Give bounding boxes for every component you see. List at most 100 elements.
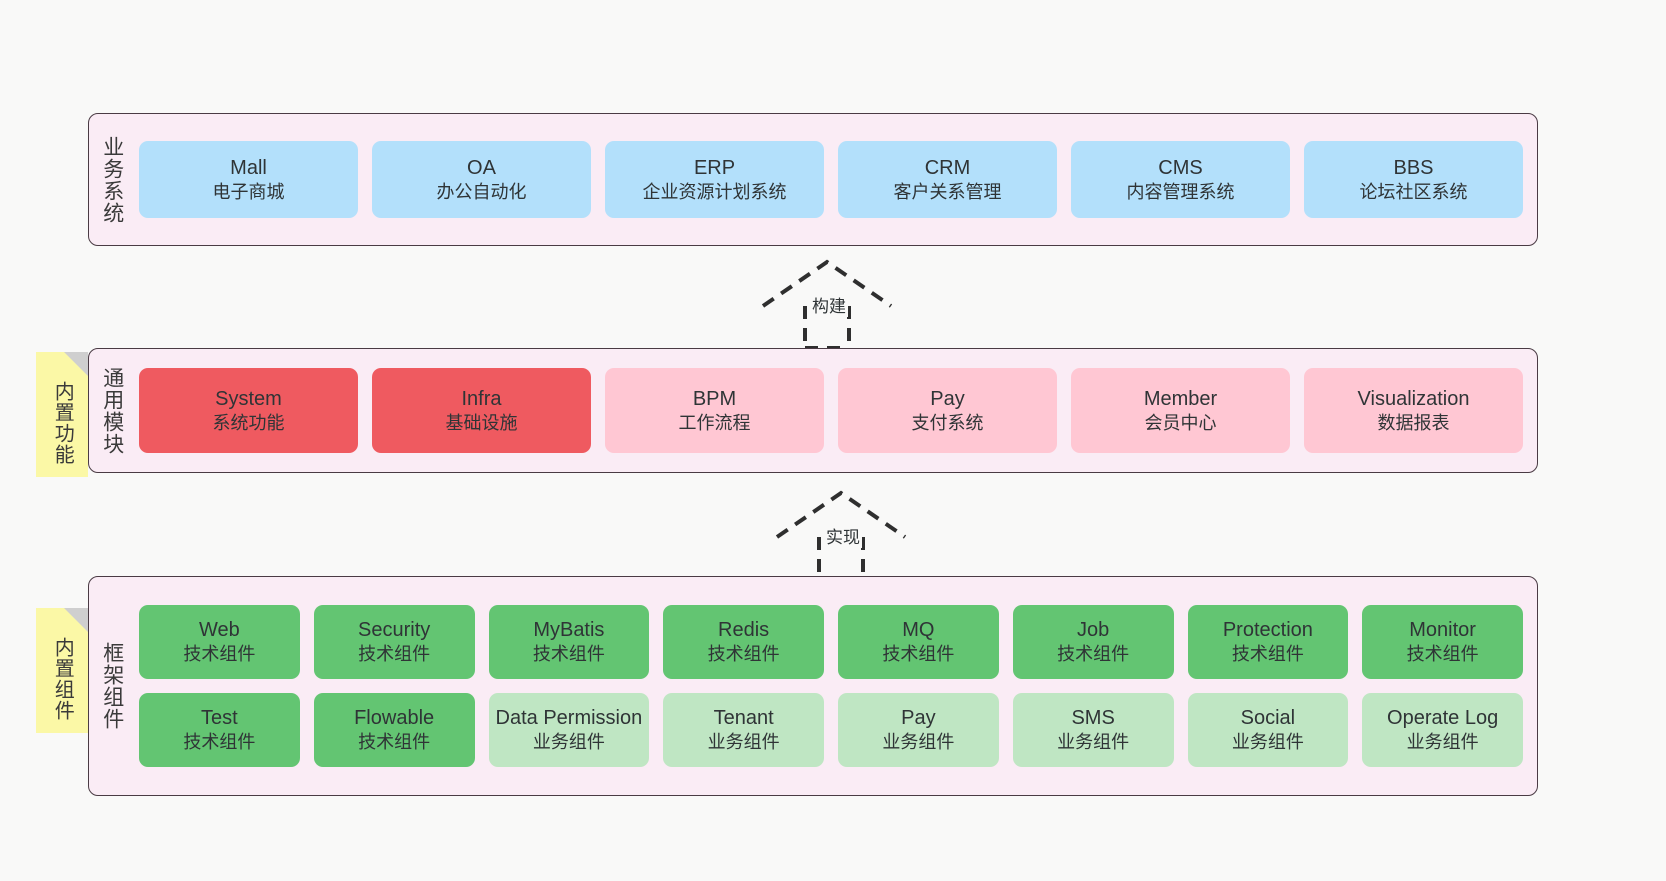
- card-subtitle: 业务组件: [882, 732, 955, 753]
- note-label: 内置组件: [51, 636, 74, 721]
- card-subtitle: 技术组件: [183, 644, 256, 665]
- card-title: Operate Log: [1387, 707, 1499, 730]
- card-title: MQ: [902, 619, 935, 642]
- card-erp[interactable]: ERP 企业资源计划系统: [605, 141, 824, 218]
- card-subtitle: 会员中心: [1144, 412, 1217, 433]
- card-title: BPM: [692, 387, 737, 410]
- card-title: OA: [467, 156, 496, 179]
- card-row: System 系统功能 Infra 基础设施 BPM 工作流程 Pay 支付系统: [139, 368, 1523, 453]
- connector-label-implement: 实现: [824, 523, 862, 548]
- card-mq[interactable]: MQ 技术组件: [838, 605, 999, 679]
- card-protection[interactable]: Protection 技术组件: [1187, 605, 1349, 679]
- layer-framework-component[interactable]: 框架组件 Web 技术组件 Security 技术组件 MyBatis 技术组件: [88, 576, 1538, 796]
- card-subtitle: 技术组件: [707, 644, 780, 665]
- implement-arrowhead: [775, 490, 907, 539]
- card-infra[interactable]: Infra 基础设施: [372, 368, 591, 453]
- card-test[interactable]: Test 技术组件: [139, 693, 300, 767]
- card-title: Visualization: [1357, 387, 1470, 410]
- card-oa[interactable]: OA 办公自动化: [372, 141, 591, 218]
- layer-common-module[interactable]: 通用模块 System 系统功能 Infra 基础设施 BPM 工作流程: [88, 348, 1538, 473]
- note-label: 内置功能: [51, 380, 74, 465]
- layer-title-common-module: 通用模块: [100, 366, 124, 455]
- card-subtitle: 技术组件: [1231, 644, 1304, 665]
- card-row: Web 技术组件 Security 技术组件 MyBatis 技术组件 Redi…: [139, 605, 1523, 679]
- layer-body-framework-component: Web 技术组件 Security 技术组件 MyBatis 技术组件 Redi…: [135, 577, 1537, 795]
- card-row: Mall 电子商城 OA 办公自动化 ERP 企业资源计划系统 CRM 客户关系…: [139, 141, 1523, 218]
- card-web[interactable]: Web 技术组件: [139, 605, 300, 679]
- note-builtin-function[interactable]: 内置功能: [36, 352, 88, 477]
- card-title: SMS: [1071, 707, 1115, 730]
- card-bbs[interactable]: BBS 论坛社区系统: [1304, 141, 1523, 218]
- card-title: CRM: [924, 156, 971, 179]
- folded-corner-icon: [64, 608, 88, 632]
- card-title: Pay: [901, 707, 936, 730]
- card-title: ERP: [693, 156, 736, 179]
- card-pay-component[interactable]: Pay 业务组件: [838, 693, 999, 767]
- card-mybatis[interactable]: MyBatis 技术组件: [488, 605, 650, 679]
- card-subtitle: 业务组件: [532, 732, 605, 753]
- card-title: Protection: [1222, 619, 1313, 642]
- card-title: BBS: [1393, 156, 1434, 179]
- card-sms[interactable]: SMS 业务组件: [1012, 693, 1174, 767]
- card-title: Social: [1240, 707, 1296, 730]
- card-subtitle: 数据报表: [1377, 412, 1450, 433]
- card-job[interactable]: Job 技术组件: [1012, 605, 1174, 679]
- card-title: Monitor: [1409, 619, 1476, 642]
- card-subtitle: 内容管理系统: [1126, 181, 1235, 202]
- card-member[interactable]: Member 会员中心: [1071, 368, 1290, 453]
- card-title: Data Permission: [495, 707, 643, 730]
- folded-corner-icon: [64, 352, 88, 376]
- card-title: System: [215, 387, 282, 410]
- card-subtitle: 支付系统: [911, 412, 984, 433]
- card-security[interactable]: Security 技术组件: [313, 605, 475, 679]
- card-subtitle: 企业资源计划系统: [642, 181, 787, 202]
- card-bpm[interactable]: BPM 工作流程: [605, 368, 824, 453]
- card-subtitle: 技术组件: [882, 644, 955, 665]
- card-title: Pay: [930, 387, 965, 410]
- card-row: Test 技术组件 Flowable 技术组件 Data Permission …: [139, 693, 1523, 767]
- card-operate-log[interactable]: Operate Log 业务组件: [1362, 693, 1523, 767]
- card-title: Flowable: [354, 707, 435, 730]
- card-subtitle: 技术组件: [1057, 644, 1130, 665]
- build-arrowhead: [761, 259, 893, 308]
- card-subtitle: 技术组件: [532, 644, 605, 665]
- card-title: MyBatis: [533, 619, 605, 642]
- card-crm[interactable]: CRM 客户关系管理: [838, 141, 1057, 218]
- card-tenant[interactable]: Tenant 业务组件: [663, 693, 824, 767]
- card-redis[interactable]: Redis 技术组件: [663, 605, 824, 679]
- card-flowable[interactable]: Flowable 技术组件: [313, 693, 475, 767]
- card-subtitle: 电子商城: [212, 181, 285, 202]
- card-title: Web: [198, 619, 240, 642]
- card-data-permission[interactable]: Data Permission 业务组件: [488, 693, 650, 767]
- connector-build: 构建: [758, 258, 898, 350]
- card-mall[interactable]: Mall 电子商城: [139, 141, 358, 218]
- card-monitor[interactable]: Monitor 技术组件: [1362, 605, 1523, 679]
- layer-body-common-module: System 系统功能 Infra 基础设施 BPM 工作流程 Pay 支付系统: [135, 349, 1537, 472]
- card-title: Job: [1077, 619, 1110, 642]
- layer-business-system[interactable]: 业务系统 Mall 电子商城 OA 办公自动化 ERP 企业资源计划系统: [88, 113, 1538, 246]
- card-title: Tenant: [713, 707, 774, 730]
- card-subtitle: 技术组件: [183, 732, 256, 753]
- layer-body-business-system: Mall 电子商城 OA 办公自动化 ERP 企业资源计划系统 CRM 客户关系…: [135, 114, 1537, 245]
- card-title: Infra: [461, 387, 502, 410]
- card-cms[interactable]: CMS 内容管理系统: [1071, 141, 1290, 218]
- card-title: Security: [358, 619, 431, 642]
- card-subtitle: 工作流程: [678, 412, 751, 433]
- card-subtitle: 业务组件: [1406, 732, 1479, 753]
- layer-title-business-system: 业务系统: [100, 135, 124, 224]
- note-builtin-component[interactable]: 内置组件: [36, 608, 88, 733]
- card-social[interactable]: Social 业务组件: [1187, 693, 1349, 767]
- card-pay-module[interactable]: Pay 支付系统: [838, 368, 1057, 453]
- connector-label-build: 构建: [810, 292, 848, 317]
- card-subtitle: 论坛社区系统: [1359, 181, 1468, 202]
- card-subtitle: 办公自动化: [436, 181, 527, 202]
- card-subtitle: 技术组件: [358, 644, 431, 665]
- card-title: Mall: [230, 156, 267, 179]
- card-visualization[interactable]: Visualization 数据报表: [1304, 368, 1523, 453]
- card-system[interactable]: System 系统功能: [139, 368, 358, 453]
- card-title: Member: [1143, 387, 1218, 410]
- card-subtitle: 客户关系管理: [893, 181, 1002, 202]
- card-subtitle: 技术组件: [1406, 644, 1479, 665]
- card-subtitle: 业务组件: [1231, 732, 1304, 753]
